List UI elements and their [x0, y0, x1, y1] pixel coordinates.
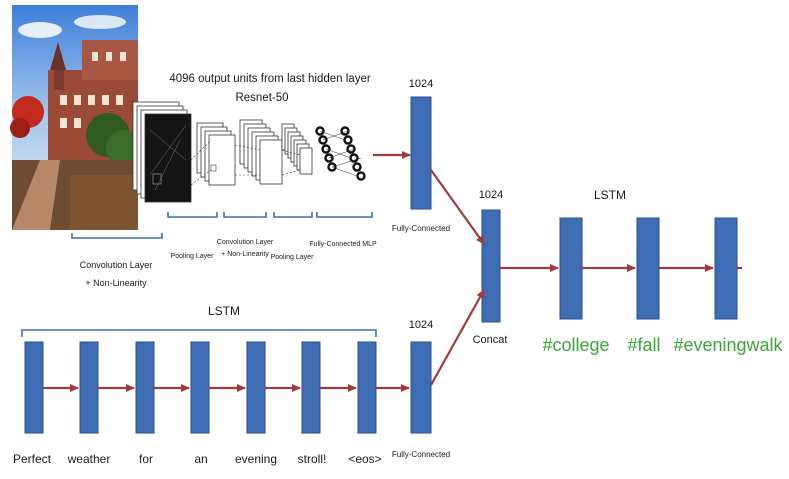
- cnn-brackets: [71, 212, 373, 239]
- image-fc-label: Fully-Connected: [392, 224, 450, 233]
- cnn-caption-1: 4096 output units from last hidden layer: [169, 73, 371, 85]
- decoder-block-2: [636, 217, 660, 320]
- label-conv2-line1: Convolution Layer: [217, 239, 274, 246]
- word-3: an: [194, 452, 207, 466]
- input-photo: [10, 5, 142, 230]
- concat-label: Concat: [473, 334, 508, 346]
- word-1: weather: [67, 452, 111, 466]
- word-5: stroll!: [298, 452, 327, 466]
- label-conv1-line1: Convolution Layer: [80, 260, 153, 270]
- text-lstm-bracket: [21, 329, 377, 337]
- text-fc-block: [410, 341, 432, 434]
- image-fc-size: 1024: [409, 78, 433, 90]
- label-pool1: Pooling Layer: [171, 253, 214, 260]
- label-fc-mlp: Fully-Connected MLP: [309, 241, 377, 248]
- hashtag-fall: #fall: [627, 335, 660, 355]
- text-fc-size: 1024: [409, 319, 433, 331]
- decoder-block-1: [559, 217, 583, 320]
- cnn-feature-maps: [132, 101, 366, 203]
- concat-size: 1024: [479, 189, 503, 201]
- text-lstm-blocks: [24, 341, 377, 434]
- word-6: <eos>: [348, 452, 381, 466]
- concat-block: [481, 209, 501, 323]
- input-words: Perfect weather for an evening stroll! <…: [13, 452, 382, 466]
- decoder-block-3: [714, 217, 738, 320]
- label-conv2-line2: + Non-Linearity: [221, 251, 269, 258]
- word-2: for: [139, 452, 153, 466]
- text-lstm-label: LSTM: [208, 304, 240, 318]
- word-0: Perfect: [13, 452, 52, 466]
- image-fc-block: [410, 96, 432, 210]
- label-pool2: Pooling Layer: [271, 254, 314, 261]
- decoder-lstm-label: LSTM: [594, 188, 626, 202]
- cnn-caption-2: Resnet-50: [235, 92, 288, 104]
- mlp-nodes: [315, 126, 366, 181]
- text-fc-label: Fully-Connected: [392, 450, 450, 459]
- hashtag-eveningwalk: #eveningwalk: [673, 335, 783, 355]
- word-4: evening: [235, 452, 277, 466]
- hashtag-college: #college: [542, 335, 609, 355]
- label-conv1-line2: + Non-Linearity: [85, 278, 147, 288]
